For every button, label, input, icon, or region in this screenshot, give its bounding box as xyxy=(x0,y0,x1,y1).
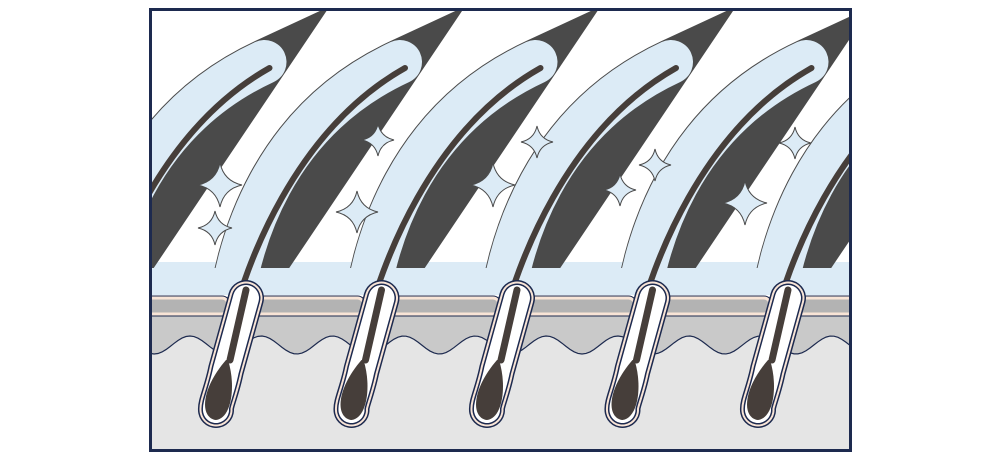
hair-bulb xyxy=(747,360,774,420)
sparkle-icon xyxy=(197,162,243,208)
hair-root xyxy=(362,286,385,364)
sparkle-icon xyxy=(335,190,379,234)
follicle xyxy=(197,280,264,428)
sparkle-icon xyxy=(638,148,672,182)
sparkle-icon xyxy=(197,210,233,246)
follicle xyxy=(333,280,400,428)
follicles xyxy=(197,280,806,428)
epidermis-segment xyxy=(521,296,636,316)
follicle xyxy=(468,280,535,428)
follicle xyxy=(604,280,671,428)
sparkle-icon xyxy=(778,126,812,160)
sparkles xyxy=(197,123,812,246)
hair-root xyxy=(768,286,792,364)
hair-root xyxy=(633,286,656,364)
sparkle-icon xyxy=(603,173,637,207)
sparkle-icon xyxy=(361,123,395,157)
hair-bulb xyxy=(205,360,232,420)
epidermis-segment xyxy=(250,296,365,316)
hair-shaft xyxy=(151,65,273,196)
hair-bulb xyxy=(476,360,503,420)
hair-bulb xyxy=(611,360,639,420)
hair-root xyxy=(497,286,521,364)
hair-bulb xyxy=(340,360,368,420)
epidermis-segment xyxy=(657,296,772,316)
sheath-band xyxy=(151,40,287,201)
sparkle-icon xyxy=(470,162,516,208)
epidermis-segment xyxy=(386,296,501,316)
sparkle-icon xyxy=(722,180,768,226)
hair-shaft xyxy=(893,68,1001,410)
sparkle-icon xyxy=(520,125,554,159)
follicle xyxy=(739,280,806,428)
sheath-band xyxy=(906,62,1001,330)
frame-border xyxy=(149,8,852,452)
epidermis-segment xyxy=(151,296,230,316)
hair-root xyxy=(226,286,250,364)
sheath-outline xyxy=(906,62,1001,330)
